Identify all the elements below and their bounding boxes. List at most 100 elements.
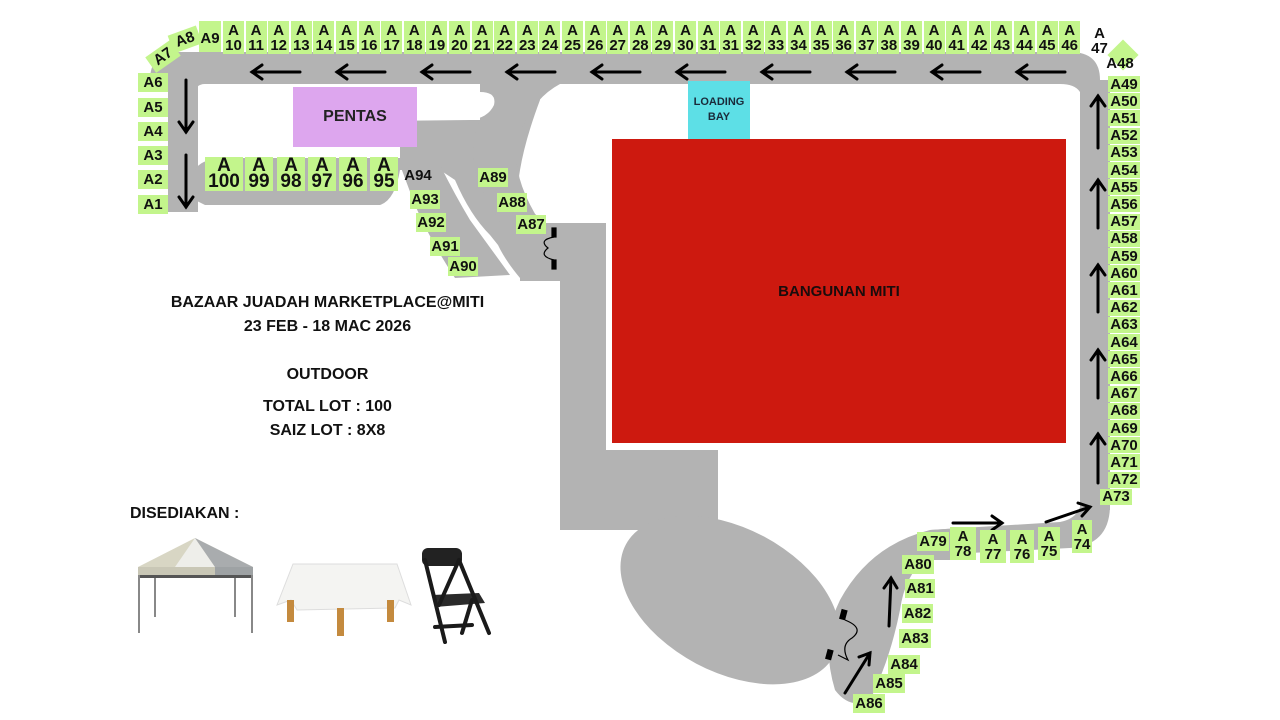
lot-a85[interactable]: A85 [873, 674, 905, 693]
lot-a88[interactable]: A88 [497, 193, 527, 212]
lot-a4[interactable]: A4 [138, 122, 168, 141]
lot-a1[interactable]: A1 [138, 195, 168, 214]
lot-a64[interactable]: A64 [1108, 334, 1140, 350]
lot-a65[interactable]: A65 [1108, 351, 1140, 368]
lot-a6[interactable]: A6 [138, 73, 168, 92]
lot-a91[interactable]: A91 [430, 237, 460, 256]
lot-a83[interactable]: A83 [899, 629, 931, 648]
lot-a50[interactable]: A50 [1108, 93, 1140, 110]
lot-a86[interactable]: A86 [853, 694, 885, 713]
lot-a71[interactable]: A71 [1108, 454, 1140, 471]
lot-a73[interactable]: A73 [1100, 488, 1132, 505]
lot-a93[interactable]: A93 [410, 190, 440, 209]
lot-a61[interactable]: A61 [1108, 282, 1140, 299]
lot-a62[interactable]: A62 [1108, 299, 1140, 316]
lot-a60[interactable]: A60 [1108, 265, 1140, 282]
lot-a68[interactable]: A68 [1108, 402, 1140, 419]
lot-a58[interactable]: A58 [1108, 230, 1140, 247]
lot-a66[interactable]: A66 [1108, 368, 1140, 385]
lot-a57[interactable]: A57 [1108, 213, 1140, 230]
lot-a84[interactable]: A84 [888, 655, 920, 674]
lot-a87[interactable]: A87 [516, 215, 546, 234]
lot-a54[interactable]: A54 [1108, 162, 1140, 178]
lot-a49[interactable]: A49 [1108, 76, 1140, 92]
lot-a81[interactable]: A81 [905, 579, 935, 598]
lot-a79[interactable]: A79 [917, 532, 949, 551]
lot-a63[interactable]: A63 [1108, 316, 1140, 333]
lot-a70[interactable]: A70 [1108, 437, 1140, 454]
lot-a53[interactable]: A53 [1108, 144, 1140, 161]
lot-a82[interactable]: A82 [902, 604, 933, 623]
lot-a94[interactable]: A94 [404, 167, 432, 184]
lot-a55[interactable]: A55 [1108, 179, 1140, 196]
lot-a92[interactable]: A92 [416, 213, 446, 232]
lot-a51[interactable]: A51 [1108, 110, 1140, 127]
lot-a3[interactable]: A3 [138, 146, 168, 165]
lot-a72[interactable]: A72 [1108, 471, 1140, 488]
lot-a56[interactable]: A56 [1108, 196, 1140, 213]
lot-a80[interactable]: A80 [902, 555, 934, 574]
lot-a48[interactable]: A48 [1106, 55, 1134, 72]
lot-number: 77 [984, 545, 1002, 563]
lot-a90[interactable]: A90 [448, 257, 478, 276]
lot-a89[interactable]: A89 [478, 168, 508, 187]
lot-a69[interactable]: A69 [1108, 420, 1140, 436]
lot-a52[interactable]: A52 [1108, 127, 1140, 144]
lot-a9[interactable]: A9 [199, 21, 221, 52]
lot-a59[interactable]: A59 [1108, 248, 1140, 264]
lot-a67[interactable]: A67 [1108, 385, 1140, 402]
lot-a2[interactable]: A2 [138, 170, 168, 189]
lot-a5[interactable]: A5 [138, 98, 168, 117]
